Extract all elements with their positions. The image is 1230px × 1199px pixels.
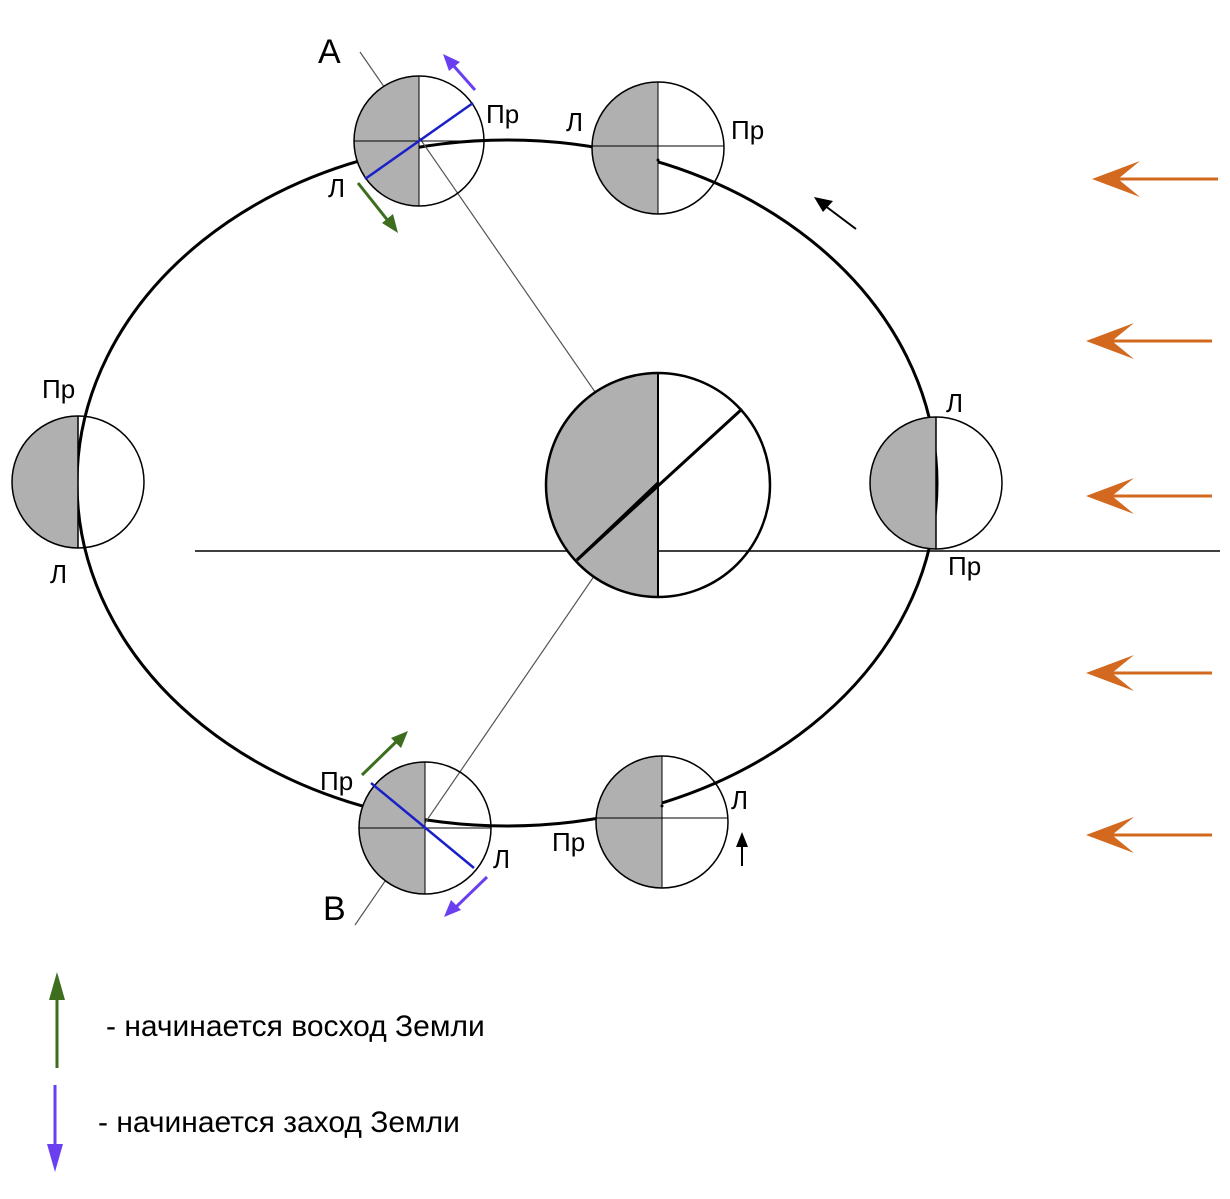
orbit <box>75 138 939 828</box>
label-left-moon-bottom-right: Л <box>731 785 748 815</box>
label-right-moon-left: Пр <box>42 374 75 404</box>
set-arrow-b <box>444 875 489 917</box>
orbit-direction-arrow-upper <box>814 197 857 230</box>
label-left-moon-right: Л <box>946 388 963 418</box>
label-left-moon-top-right: Л <box>566 107 583 137</box>
rise-arrow-a <box>356 182 398 233</box>
arrow-left-icon <box>1086 655 1212 691</box>
moon-left <box>11 415 145 549</box>
arrow-up-icon <box>49 972 65 1068</box>
label-left-moon-left: Л <box>50 559 67 589</box>
label-point-a: А <box>318 33 341 71</box>
label-right-moon-right: Пр <box>948 551 981 581</box>
arrow-down-icon <box>47 1085 63 1172</box>
arrow-left-icon <box>1086 323 1212 359</box>
arrow-left-icon <box>1086 478 1212 514</box>
rise-arrow-b <box>360 731 408 777</box>
moon-a <box>353 75 485 207</box>
label-left-moon-a: Л <box>328 173 345 203</box>
moon-top-right <box>591 81 725 215</box>
moon-bottom-right <box>595 755 729 889</box>
moon-right <box>869 416 1003 550</box>
central-earth <box>544 371 772 599</box>
label-left-moon-b: Л <box>493 844 510 874</box>
label-right-moon-b: Пр <box>320 766 353 796</box>
label-right-moon-bottom-right: Пр <box>552 827 585 857</box>
moon-b <box>358 761 492 895</box>
sunlight-arrows <box>1086 161 1218 853</box>
arrow-left-icon <box>1086 817 1212 853</box>
legend-set-text: - начинается заход Земли <box>98 1106 460 1139</box>
label-right-moon-a: Пр <box>486 99 519 129</box>
legend: - начинается восход Земли - начинается з… <box>47 972 485 1172</box>
arrow-left-icon <box>1092 161 1218 197</box>
label-right-moon-top-right: Пр <box>731 115 764 145</box>
set-arrow-a <box>443 54 477 91</box>
label-point-b: В <box>323 890 346 928</box>
legend-rise-text: - начинается восход Земли <box>106 1010 485 1043</box>
orbit-direction-arrow-lower <box>736 832 748 866</box>
